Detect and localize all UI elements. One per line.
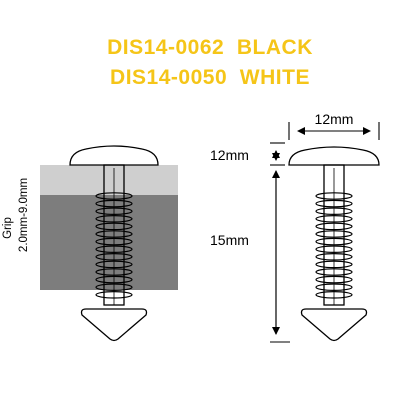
- thread-coil: [315, 260, 353, 269]
- thread-coil: [95, 199, 133, 208]
- thread-coil: [95, 260, 133, 269]
- shank-length-dimension: [270, 170, 290, 343]
- thread-coil: [95, 252, 133, 261]
- rivet-tip-right: [300, 308, 368, 342]
- panel-top-layer: [40, 165, 178, 195]
- thread-coil: [95, 215, 133, 223]
- thread-coil: [95, 268, 133, 276]
- thread-coil: [95, 275, 133, 284]
- installed-panel: [40, 165, 178, 290]
- thread-coil: [315, 207, 353, 216]
- rivet-head-right: [288, 146, 380, 166]
- dimension-rivet: [288, 146, 380, 342]
- panel-bottom-layer: [40, 195, 178, 290]
- installed-rivet: [69, 145, 159, 342]
- grip-range-label: 2.0mm-9.0mm: [18, 178, 30, 252]
- head-width-label: 12mm: [315, 111, 354, 127]
- part-number-white: DIS14-0050 WHITE: [110, 66, 310, 89]
- thread-coil: [315, 268, 353, 276]
- thread-coil: [95, 245, 133, 254]
- thread-coil: [95, 207, 133, 216]
- shank-length-label: 15mm: [210, 232, 249, 248]
- thread-coil: [315, 222, 353, 231]
- thread-coil: [315, 252, 353, 261]
- thread-coil: [95, 222, 133, 231]
- thread-coil: [95, 230, 133, 238]
- thread-coil: [315, 283, 353, 292]
- thread-coil: [95, 283, 133, 292]
- thread-coil: [95, 192, 133, 200]
- thread-coil: [315, 237, 353, 246]
- rivet-thread-right: [315, 192, 353, 299]
- thread-coil: [315, 192, 353, 200]
- thread-coil: [315, 275, 353, 284]
- thread-coil: [95, 237, 133, 246]
- rivet-tip: [80, 308, 148, 342]
- rivet-thread: [95, 192, 133, 299]
- head-width-dimension: [288, 122, 380, 140]
- grip-label: Grip: [2, 217, 14, 239]
- thread-coil: [315, 199, 353, 208]
- head-height-dimension: [270, 142, 285, 166]
- thread-coil: [315, 290, 353, 299]
- part-number-black: DIS14-0062 BLACK: [107, 36, 313, 59]
- thread-coil: [95, 290, 133, 299]
- head-height-label: 12mm: [210, 147, 249, 163]
- thread-coil: [315, 230, 353, 238]
- rivet-head: [69, 145, 159, 166]
- thread-coil: [315, 215, 353, 223]
- thread-coil: [315, 245, 353, 254]
